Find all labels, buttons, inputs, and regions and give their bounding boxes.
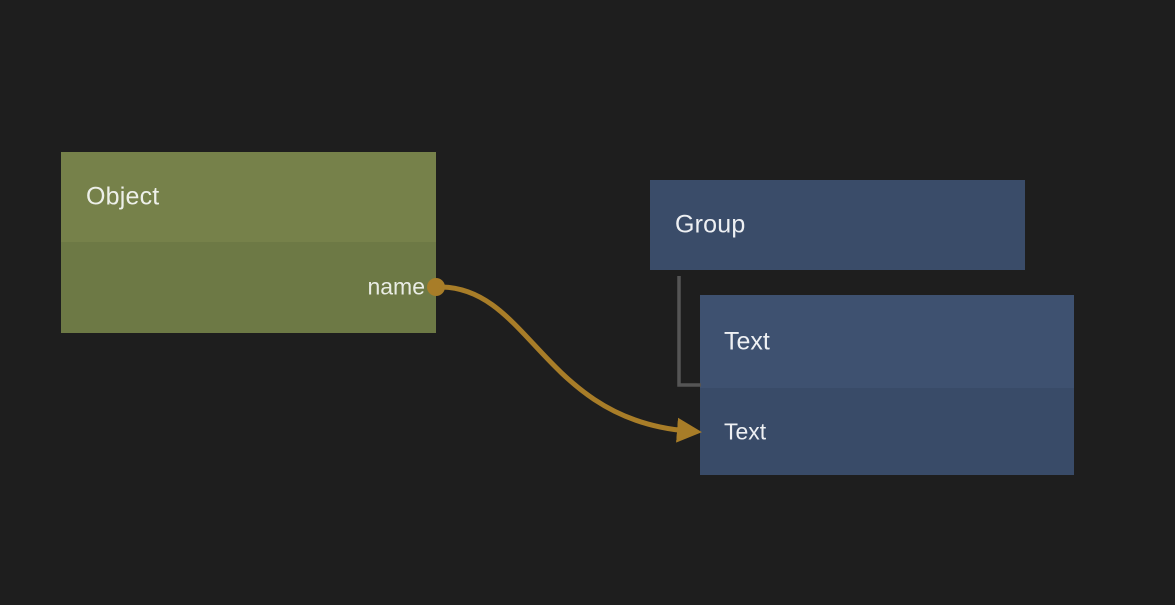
node-object-title: Object <box>86 182 160 211</box>
node-object-port-name-dot[interactable] <box>427 278 445 296</box>
node-group-child-text-0-label: Text <box>724 327 770 355</box>
node-object[interactable]: Object name <box>61 152 436 333</box>
node-object-port-name[interactable]: name <box>367 274 436 301</box>
node-object-body: name <box>61 242 436 333</box>
edge-object-name-to-group-text[interactable] <box>439 284 702 443</box>
node-group-title: Group <box>675 210 746 239</box>
node-group-child-text-0[interactable]: Text <box>700 295 1074 388</box>
node-group-child-text-1[interactable]: Text <box>700 388 1074 475</box>
node-group-children[interactable]: Text Text <box>700 295 1074 475</box>
node-object-port-name-label: name <box>367 273 425 300</box>
node-group[interactable]: Group <box>650 180 1025 270</box>
node-object-header[interactable]: Object <box>61 152 436 242</box>
node-group-child-text-1-label: Text <box>724 418 767 444</box>
group-tree-bracket <box>677 276 701 387</box>
